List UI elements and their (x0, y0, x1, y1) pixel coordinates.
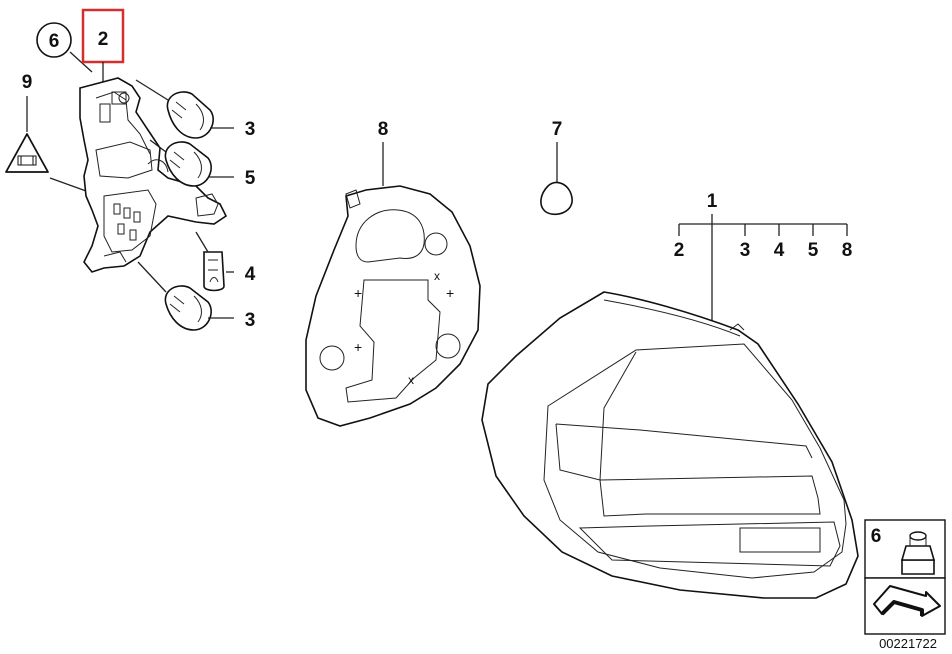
nut-icon (900, 531, 936, 575)
callout-2-label: 2 (98, 29, 109, 50)
callout-5-label[interactable]: 5 (245, 168, 256, 189)
bulb-3-top[interactable] (166, 91, 214, 139)
bulb-4-wedge[interactable] (203, 251, 225, 292)
bulb-3-bottom[interactable] (164, 285, 212, 331)
callout-6-circled[interactable]: 6 (36, 22, 72, 58)
gasket-plate-part[interactable]: + x + + x (305, 185, 481, 427)
warning-triangle-icon (5, 133, 49, 173)
callout-7-label[interactable]: 7 (552, 119, 563, 140)
svg-text:+: + (354, 285, 362, 301)
callout-9-label[interactable]: 9 (22, 72, 33, 93)
rear-light-assembly-part[interactable] (481, 291, 859, 599)
svg-text:x: x (434, 269, 440, 283)
diagram-number: 00221722 (879, 636, 937, 651)
svg-text:+: + (354, 339, 362, 355)
svg-text:x: x (408, 373, 414, 387)
sub-callout-2-label[interactable]: 2 (674, 240, 685, 261)
callout-2-highlighted[interactable]: 2 (81, 8, 125, 64)
callout-4-label[interactable]: 4 (245, 264, 256, 285)
callout-1-label[interactable]: 1 (707, 191, 718, 212)
highlight-box (81, 8, 125, 64)
inset-box-nut[interactable]: 6 (864, 519, 946, 579)
svg-text:+: + (446, 285, 454, 301)
callout-3-top-label[interactable]: 3 (245, 119, 256, 140)
sub-callout-5-label[interactable]: 5 (808, 240, 819, 261)
sub-callout-8-label[interactable]: 8 (842, 240, 853, 261)
callout-3-bottom-label[interactable]: 3 (245, 310, 256, 331)
inset-callout-6-label: 6 (871, 526, 882, 547)
sub-callout-4-label[interactable]: 4 (774, 240, 785, 261)
callout-8-label[interactable]: 8 (378, 119, 389, 140)
bulb-5[interactable] (164, 141, 212, 187)
cap-part-7[interactable] (540, 181, 573, 216)
direction-arrow-box (864, 577, 946, 635)
callout-6-label: 6 (49, 31, 60, 52)
sub-callout-3-label[interactable]: 3 (740, 240, 751, 261)
bulb-holder-part[interactable] (79, 77, 228, 273)
